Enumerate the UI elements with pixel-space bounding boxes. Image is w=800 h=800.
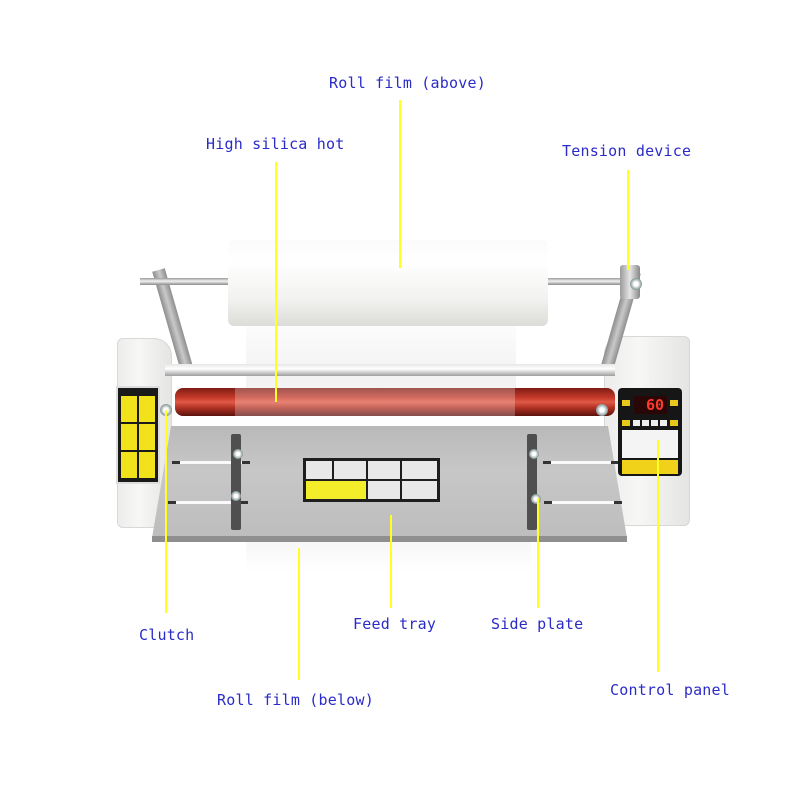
instruction-image bbox=[368, 461, 400, 479]
side-plate-knob bbox=[529, 449, 539, 459]
callout-feed-tray: Feed tray bbox=[353, 615, 437, 633]
decal-panel bbox=[139, 452, 155, 478]
instruction-image bbox=[306, 461, 332, 479]
leader-line-high-silica-hot bbox=[275, 162, 277, 402]
control-button[interactable] bbox=[642, 420, 649, 426]
instruction-image bbox=[334, 461, 366, 479]
control-button[interactable] bbox=[670, 420, 678, 426]
leader-line-feed-tray bbox=[390, 515, 392, 608]
leader-line-tension-device bbox=[627, 170, 629, 270]
callout-roll-film-above: Roll film (above) bbox=[329, 74, 486, 92]
left-side-plate bbox=[231, 434, 241, 530]
side-plate-knob bbox=[531, 494, 541, 504]
upper-frame-bar bbox=[165, 364, 615, 376]
control-panel-warning bbox=[622, 460, 678, 474]
control-button[interactable] bbox=[670, 400, 678, 406]
roll-film-below-sheet bbox=[246, 540, 531, 572]
feed-tray-edge bbox=[152, 536, 627, 542]
decal-panel bbox=[121, 452, 137, 478]
right-side-plate bbox=[527, 434, 537, 530]
control-button[interactable] bbox=[622, 400, 630, 406]
instruction-image bbox=[402, 481, 437, 499]
control-button[interactable] bbox=[660, 420, 667, 426]
high-silica-hot-roller bbox=[175, 388, 615, 416]
decal-panel bbox=[121, 424, 137, 450]
leader-line-roll-film-below bbox=[298, 548, 300, 680]
control-button[interactable] bbox=[651, 420, 658, 426]
control-button[interactable] bbox=[622, 420, 630, 426]
instruction-sticker bbox=[303, 458, 440, 502]
control-panel-instructions bbox=[622, 430, 678, 458]
side-plate-knob bbox=[231, 491, 241, 501]
tray-slot bbox=[544, 501, 622, 504]
instruction-warning bbox=[306, 481, 366, 499]
side-plate-knob bbox=[233, 449, 243, 459]
wrap-around-roll-decal bbox=[116, 386, 160, 484]
decal-panel bbox=[139, 424, 155, 450]
tray-slot bbox=[172, 461, 250, 464]
decal-panel bbox=[139, 396, 155, 422]
instruction-image bbox=[402, 461, 437, 479]
roller-film-overlay bbox=[235, 380, 515, 424]
decal-panel bbox=[121, 396, 137, 422]
instruction-image bbox=[368, 481, 400, 499]
temperature-display: 60 bbox=[634, 396, 667, 414]
control-button[interactable] bbox=[633, 420, 640, 426]
roll-film-above-roll bbox=[228, 240, 548, 326]
film-sheet-upper bbox=[246, 320, 516, 388]
leader-line-clutch bbox=[165, 410, 167, 613]
tray-slot bbox=[168, 501, 248, 504]
callout-high-silica-hot: High silica hot bbox=[206, 135, 345, 153]
tray-slot bbox=[543, 461, 619, 464]
callout-roll-film-below: Roll film (below) bbox=[217, 691, 374, 709]
callout-clutch: Clutch bbox=[139, 626, 195, 644]
callout-side-plate: Side plate bbox=[491, 615, 584, 633]
control-panel-face: 60 bbox=[618, 388, 682, 476]
callout-control-panel: Control panel bbox=[610, 681, 730, 699]
tension-knob bbox=[630, 278, 642, 290]
leader-line-control-panel bbox=[657, 440, 659, 672]
leader-line-roll-film-above bbox=[399, 100, 401, 268]
right-clutch-knob bbox=[596, 404, 608, 416]
callout-tension-device: Tension device bbox=[562, 142, 692, 160]
leader-line-side-plate bbox=[537, 498, 539, 608]
